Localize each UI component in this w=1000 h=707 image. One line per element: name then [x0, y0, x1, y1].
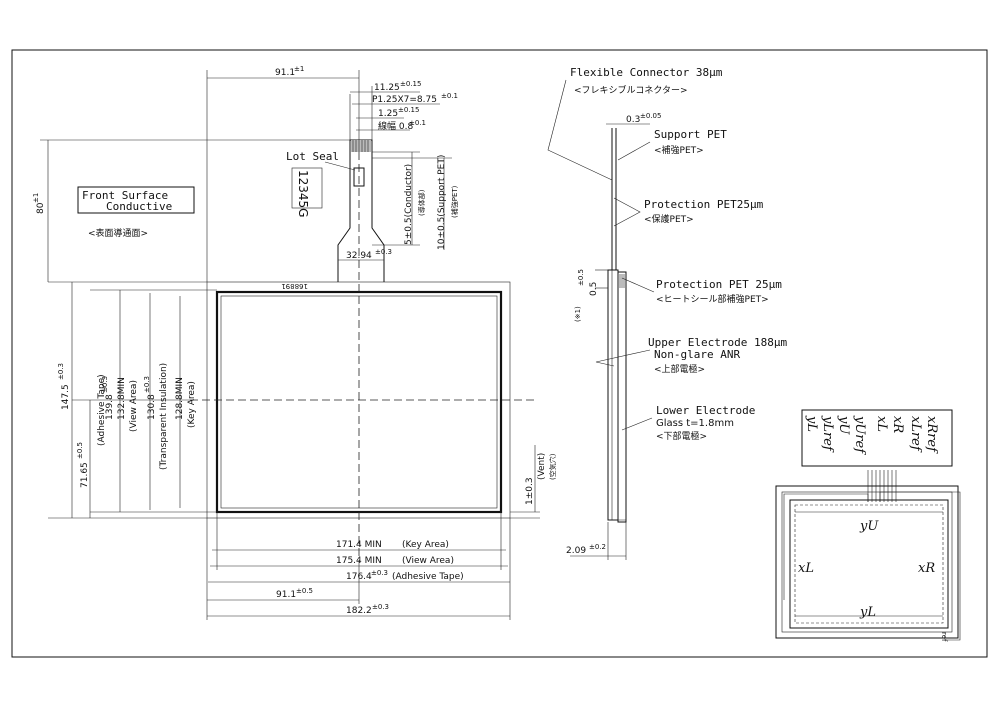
support-pet-label: Support PET [654, 128, 727, 141]
svg-text:±0.1: ±0.1 [409, 119, 426, 127]
svg-text:(Key Area): (Key Area) [402, 540, 449, 550]
svg-text:±1: ±1 [32, 193, 40, 203]
svg-text:(導体部): (導体部) [417, 189, 426, 216]
svg-text:<下部電極>: <下部電極> [656, 430, 707, 442]
electrode-xR: xR [918, 561, 935, 576]
pin-yU-ref: yUref [852, 415, 867, 455]
side-view: 2.09 ±0.2 Flexible Connector 38μm <フレキシブ… [547, 66, 787, 560]
fc-label-jp: <フレキシブルコネクター> [574, 84, 688, 96]
svg-text:±0.5: ±0.5 [577, 269, 585, 286]
svg-text:±1: ±1 [294, 65, 304, 73]
svg-text:±0.5: ±0.5 [76, 442, 84, 459]
vent-dimension: 1±0.3 (Vent) (空気穴) [510, 445, 557, 519]
svg-text:±0.2: ±0.2 [589, 543, 606, 551]
dim-insulation-label: (Transparent Insulation) [159, 363, 169, 470]
svg-text:±0.5: ±0.5 [296, 587, 313, 595]
svg-text:Glass t=1.8mm: Glass t=1.8mm [656, 418, 734, 429]
dim-71-65: 71.65 [80, 462, 90, 488]
svg-text:±0.3: ±0.3 [372, 603, 389, 611]
svg-text:(View Area): (View Area) [402, 556, 454, 566]
circuit-diagram: xRref xLref xR xL yUref yU yLref yL yU y… [775, 409, 961, 642]
dim-2-09: 2.09 [566, 546, 586, 556]
dim-view-area-label: (View Area) [129, 380, 139, 432]
electrode-yL: yL [859, 605, 876, 620]
svg-text:±0.3: ±0.3 [101, 376, 109, 393]
dim-vent: 1±0.3 [525, 477, 535, 505]
dim-11-25: 11.25 [374, 83, 400, 93]
pin-xL-ref: xLref [908, 416, 923, 453]
electrode-yU: yU [859, 519, 879, 534]
svg-text:<上部電極>: <上部電極> [654, 363, 705, 375]
svg-text:(補強PET): (補強PET) [450, 185, 459, 218]
dim-132-8: 132.8MIN [117, 377, 127, 420]
svg-text:<ヒートシール部補強PET>: <ヒートシール部補強PET> [656, 293, 769, 305]
dim-32-94: 32.94 [346, 251, 372, 261]
dim-conductor: 5±0.5(Conductor) [404, 164, 414, 245]
svg-text:±0.3: ±0.3 [375, 248, 392, 256]
lot-seal-box [353, 167, 365, 187]
pin-xR-ref: xRref [924, 416, 939, 454]
front-view: Lot Seal 12345G 168891 Front Surface Con… [48, 139, 536, 620]
pin-label-box [801, 409, 953, 467]
dim-pitch: P1.25X7=8.75 [372, 95, 437, 105]
protection2-label: Protection PET 25μm [656, 278, 782, 291]
top-dimensions: 91.1 ±1 11.25 ±0.15 P1.25X7=8.75 ±0.1 1.… [32, 65, 459, 282]
pin-xR: xR [890, 416, 905, 433]
dim-key-area-label: (Key Area) [187, 381, 197, 428]
svg-text:±0.15: ±0.15 [400, 80, 421, 88]
fc-label: Flexible Connector 38μm [570, 66, 723, 79]
dim-171-4: 171.4 MIN [336, 540, 382, 550]
pin-yU: yU [836, 415, 851, 435]
circuit-panel-outer [775, 485, 959, 639]
left-dimensions: 147.5 ±0.3 71.65 ±0.5 139.8 ±0.3 (Adhesi… [57, 282, 217, 518]
drawing-frame [11, 49, 988, 658]
front-surface-title2: Conductive [106, 200, 172, 213]
lot-seal-label: Lot Seal [286, 150, 339, 163]
dim-130-8: 130.8 [147, 394, 157, 420]
dim-139-8: 139.8 [105, 394, 115, 420]
stamp-text: 168891 [281, 282, 308, 290]
svg-text:±0.15: ±0.15 [398, 106, 419, 114]
svg-text:±0.3: ±0.3 [143, 376, 151, 393]
svg-text:±0.3: ±0.3 [371, 569, 388, 577]
lower-electrode-label: Lower Electrode [656, 404, 755, 417]
svg-text:<補強PET>: <補強PET> [654, 144, 704, 156]
dim-0-5: 0.5 [589, 282, 599, 296]
svg-text:(※1): (※1) [574, 306, 582, 322]
dim-147-5: 147.5 [61, 384, 71, 410]
pin-xL: xL [874, 416, 889, 432]
dim-91-top: 91.1 [275, 68, 295, 78]
dim-adhesive-label: (Adhesive Tape) [97, 374, 107, 446]
front-surface-jp: <表面導通面> [88, 227, 148, 239]
dim-1-25: 1.25 [378, 109, 398, 119]
svg-text:±0.05: ±0.05 [640, 112, 661, 120]
front-surface-box [77, 186, 195, 214]
dim-91-1-bottom: 91.1 [276, 590, 296, 600]
svg-text:±0.1: ±0.1 [441, 92, 458, 100]
upper-electrode-label: Upper Electrode 188μm [648, 336, 787, 349]
dim-182-2: 182.2 [346, 606, 372, 616]
electrode-xL: xL [798, 561, 814, 576]
dim-0-3: 0.3 [626, 115, 640, 125]
bottom-dimensions: 171.4 MIN (Key Area) 175.4 MIN (View Are… [207, 512, 510, 617]
electrode-ref: ref [940, 632, 948, 642]
dim-support: 10±0.5(Support PET) [437, 155, 447, 250]
front-surface-title1: Front Surface [82, 189, 168, 202]
svg-text:(空気穴): (空気穴) [548, 453, 557, 480]
svg-text:±0.3: ±0.3 [57, 363, 65, 380]
svg-text:<保護PET>: <保護PET> [644, 213, 694, 225]
pin-yL: yL [804, 415, 819, 432]
dim-line-width: 線幅 0.8 [378, 120, 413, 132]
pin-yL-ref: yLref [820, 415, 835, 453]
dim-128-8: 128.8MIN [175, 377, 185, 420]
lot-number: 12345G [296, 170, 310, 217]
dim-80: 80 [36, 202, 46, 214]
dim-vent-label: (Vent) [537, 453, 547, 480]
svg-text:(Adhesive Tape): (Adhesive Tape) [392, 572, 464, 582]
svg-text:Non-glare ANR: Non-glare ANR [654, 348, 740, 361]
protection1-label: Protection PET25μm [644, 198, 764, 211]
